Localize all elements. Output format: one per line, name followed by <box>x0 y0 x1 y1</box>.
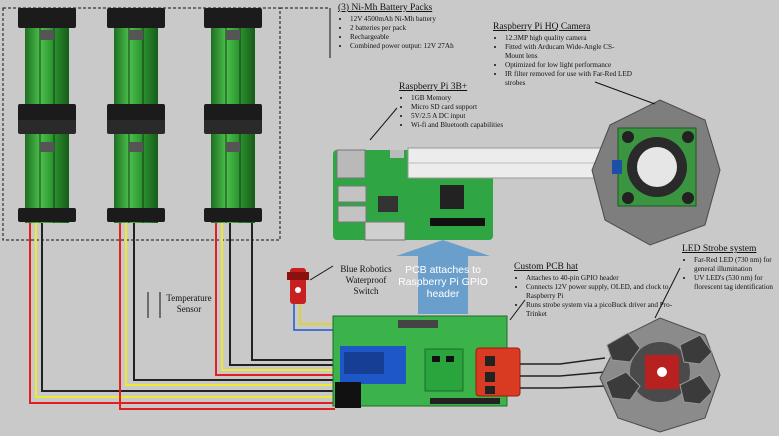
battery-title: (3) Ni-Mh Battery Packs <box>338 3 433 13</box>
strobe-wires <box>520 357 606 389</box>
pi-callout-line <box>369 107 398 141</box>
battery-pack-3 <box>204 8 262 223</box>
pcb-spec: Connects 12V power supply, OLED, and clo… <box>526 283 674 301</box>
strobe-title: LED Strobe system <box>682 244 757 254</box>
camera-spec: Optimized for low light performance <box>505 61 633 70</box>
camera-spec: Fitted with Arducam Wide-Angle CS-Mount … <box>505 43 633 61</box>
battery-wires <box>29 223 335 410</box>
strobe-spec: Far-Red LED (730 nm) for general illumin… <box>694 256 778 274</box>
strobe-label-block: LED Strobe system Far-Red LED (730 nm) f… <box>682 244 778 292</box>
battery-label-block: (3) Ni-Mh Battery Packs 12V 4500mAh Ni-M… <box>338 3 454 51</box>
camera-label-block: Raspberry Pi HQ Camera 12.3MP high quali… <box>493 22 633 88</box>
strobe-callout-line <box>654 267 681 319</box>
battery-specs: 12V 4500mAh Ni-Mh battery 2 batteries pe… <box>338 15 454 51</box>
hq-camera <box>591 99 721 246</box>
camera-spec: 12.3MP high quality camera <box>505 34 633 43</box>
strobe-specs: Far-Red LED (730 nm) for general illumin… <box>682 256 778 292</box>
sensor-callout <box>147 292 161 318</box>
camera-callout-line <box>594 81 656 105</box>
battery-pack-2 <box>107 8 165 223</box>
gpio-arrow <box>396 240 490 314</box>
pi-title: Raspberry Pi 3B+ <box>399 82 468 92</box>
pi-specs: 1GB Memory Micro SD card support 5V/2.5 … <box>399 94 503 130</box>
switch-label: Blue Robotics Waterproof Switch <box>340 264 392 296</box>
pcb-label-block: Custom PCB hat Attaches to 40-pin GPIO h… <box>514 262 674 319</box>
battery-enclosure <box>2 7 281 241</box>
pcb-spec: Attaches to 40-pin GPIO header <box>526 274 674 283</box>
battery-spec: Rechargeable <box>350 33 454 42</box>
pcb-callout-line <box>509 299 526 321</box>
battery-spec: Combined power output: 12V 27Ah <box>350 42 454 51</box>
battery-pack-1 <box>18 8 76 223</box>
battery-spec: 12V 4500mAh Ni-Mh battery <box>350 15 454 24</box>
camera-title: Raspberry Pi HQ Camera <box>493 22 591 32</box>
pi-spec: 5V/2.5 A DC input <box>411 112 503 121</box>
camera-specs: 12.3MP high quality camera Fitted with A… <box>493 34 633 88</box>
pi-spec: Wi-fi and Bluetooth capabilities <box>411 121 503 130</box>
led-strobe <box>599 317 721 433</box>
pcb-spec: Runs strobe system via a picoBuck driver… <box>526 301 674 319</box>
pcb-specs: Attaches to 40-pin GPIO header Connects … <box>514 274 674 319</box>
pi-spec: Micro SD card support <box>411 103 503 112</box>
pcb-title: Custom PCB hat <box>514 262 578 272</box>
pi-spec: 1GB Memory <box>411 94 503 103</box>
switch-callout-line <box>309 265 334 281</box>
custom-pcb <box>332 315 521 408</box>
sensor-label: Temperature Sensor <box>166 293 212 314</box>
strobe-spec: UV LED's (530 nm) for florescent tag ide… <box>694 274 778 292</box>
battery-spec: 2 batteries per pack <box>350 24 454 33</box>
pi-label-block: Raspberry Pi 3B+ 1GB Memory Micro SD car… <box>399 82 503 130</box>
waterproof-switch <box>287 268 340 331</box>
camera-spec: IR filter removed for use with Far-Red L… <box>505 70 633 88</box>
gpio-arrow-label: PCB attaches to Raspberry Pi GPIO header <box>398 264 488 300</box>
